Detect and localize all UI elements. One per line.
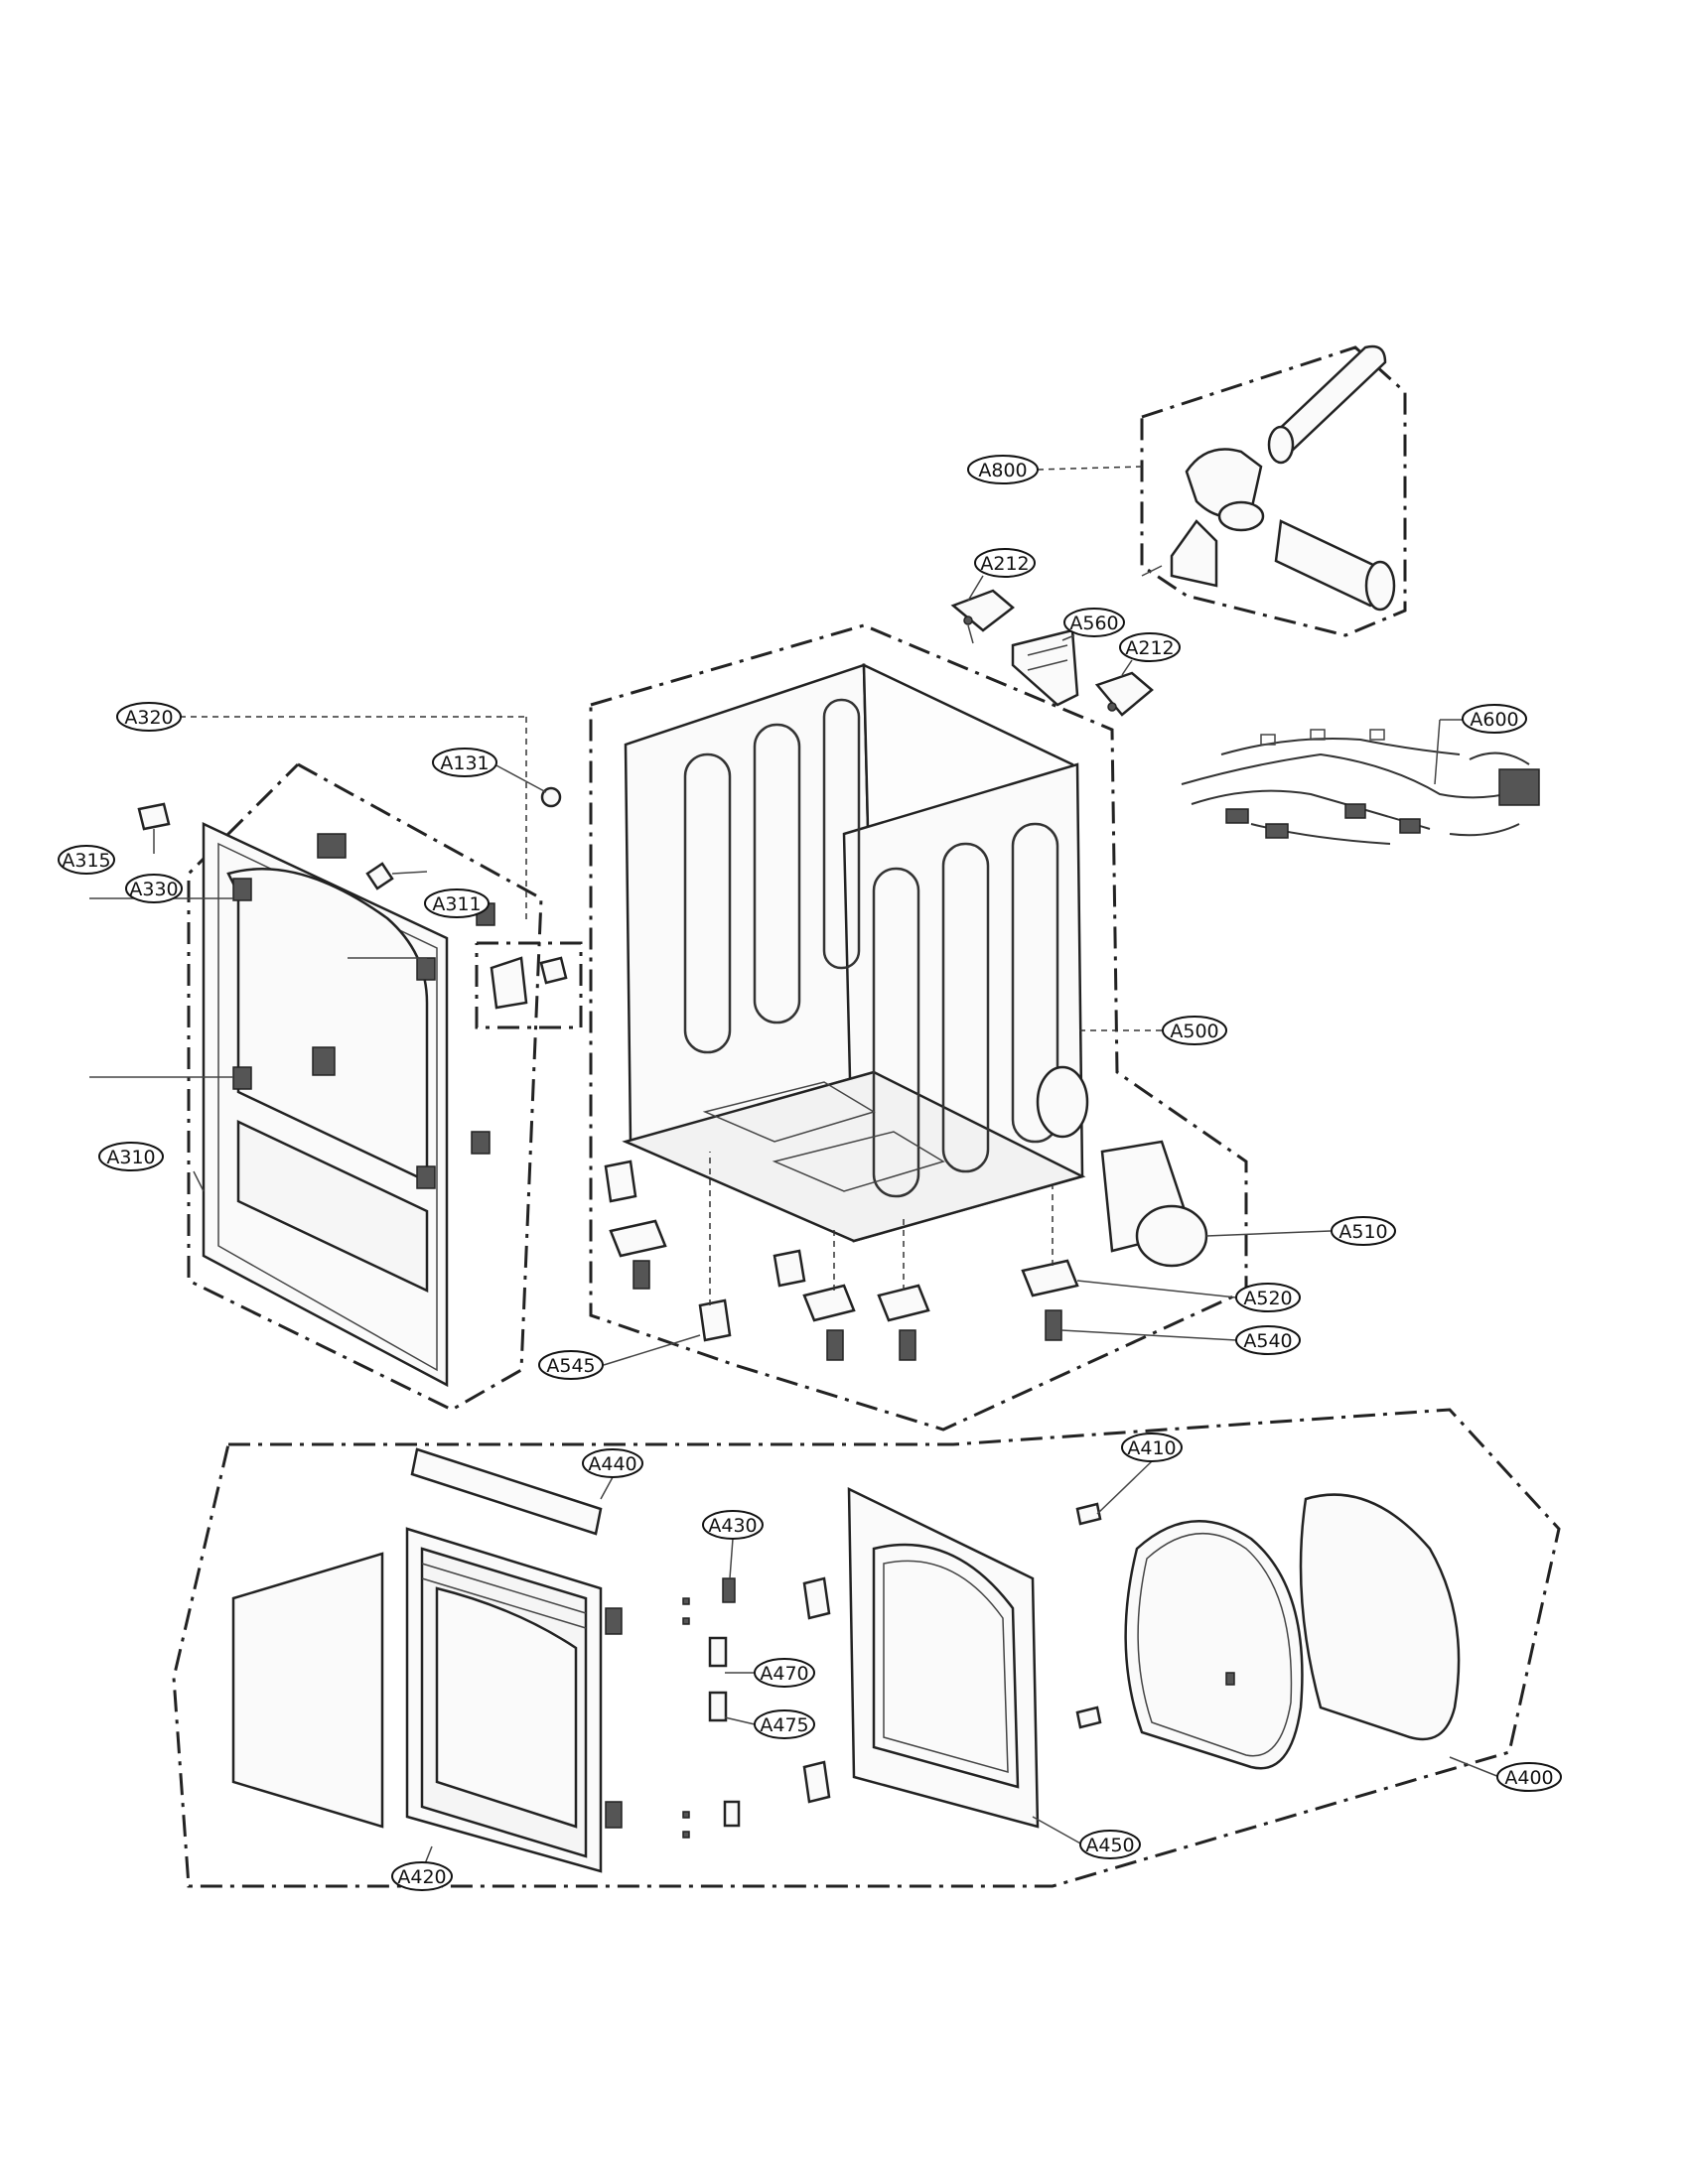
support-block-center — [773, 1249, 806, 1288]
callout-a545: A545 — [538, 1350, 604, 1380]
callout-a470: A470 — [754, 1658, 815, 1688]
duct-pipe-upper — [1267, 344, 1387, 465]
callout-a440: A440 — [582, 1448, 643, 1478]
callout-a315: A315 — [58, 845, 115, 875]
leveling-foot-rear-right — [1021, 1259, 1079, 1341]
svg-text:A330: A330 — [129, 879, 178, 900]
callout-a420: A420 — [391, 1861, 453, 1891]
svg-text:A470: A470 — [760, 1663, 808, 1685]
callout-a560: A560 — [1063, 608, 1125, 637]
door-switch-cap — [539, 956, 568, 985]
callout-a212-side: A212 — [1119, 632, 1181, 662]
door-gasket — [1075, 1502, 1304, 1770]
svg-text:A400: A400 — [1504, 1767, 1553, 1789]
callout-a430: A430 — [702, 1510, 764, 1540]
svg-text:A310: A310 — [106, 1147, 155, 1168]
svg-text:A311: A311 — [432, 893, 481, 915]
clip-a330 — [137, 802, 171, 831]
svg-text:A475: A475 — [760, 1714, 808, 1736]
callout-a475: A475 — [754, 1709, 815, 1739]
svg-text:A212: A212 — [1125, 637, 1174, 659]
svg-text:A800: A800 — [978, 460, 1027, 481]
duct-bracket — [1170, 519, 1218, 588]
svg-text:A510: A510 — [1338, 1221, 1387, 1243]
door-glass — [1299, 1493, 1461, 1741]
callout-a212-top: A212 — [974, 548, 1036, 578]
svg-text:A450: A450 — [1085, 1835, 1134, 1856]
svg-text:A545: A545 — [546, 1355, 595, 1377]
callout-a320: A320 — [116, 702, 182, 732]
svg-text:A540: A540 — [1243, 1330, 1292, 1352]
svg-text:A410: A410 — [1127, 1437, 1176, 1459]
support-block-front — [698, 1298, 732, 1342]
screw-a131 — [540, 786, 562, 808]
callout-a520: A520 — [1235, 1283, 1301, 1312]
callout-a410: A410 — [1121, 1433, 1183, 1462]
svg-text:A560: A560 — [1069, 613, 1118, 634]
callout-a450: A450 — [1079, 1830, 1141, 1859]
callout-a500: A500 — [1162, 1016, 1227, 1045]
svg-text:A320: A320 — [124, 707, 173, 729]
svg-text:A430: A430 — [708, 1515, 757, 1537]
callout-a311: A311 — [424, 888, 490, 918]
leader-lines — [153, 466, 1500, 1872]
svg-text:A440: A440 — [588, 1453, 636, 1475]
svg-text:A600: A600 — [1470, 709, 1518, 731]
svg-text:A520: A520 — [1243, 1288, 1292, 1309]
leveling-foot-center-right — [877, 1284, 930, 1361]
door-trim — [410, 1447, 603, 1536]
svg-text:A212: A212 — [980, 553, 1029, 575]
callout-a330: A330 — [125, 874, 183, 903]
thermostat-side — [1094, 671, 1154, 717]
duct-elbow — [1185, 448, 1265, 532]
door-switch — [490, 956, 528, 1010]
inner-door-panel — [802, 1486, 1040, 1829]
svg-text:A315: A315 — [62, 850, 110, 872]
cabinet — [622, 662, 1089, 1243]
leveling-foot-front-left — [609, 1219, 667, 1290]
duct-pipe-lower — [1274, 519, 1396, 612]
callout-a510: A510 — [1331, 1216, 1396, 1246]
front-panel-group — [89, 762, 583, 1412]
svg-text:A131: A131 — [440, 752, 489, 774]
callout-a600: A600 — [1462, 704, 1527, 734]
sensor-bracket — [1011, 628, 1079, 707]
door-frame — [405, 1527, 623, 1873]
callout-a400: A400 — [1496, 1762, 1562, 1792]
callout-a800: A800 — [967, 455, 1039, 484]
callout-a131: A131 — [432, 748, 497, 777]
stopper-a311 — [365, 862, 394, 890]
svg-text:A500: A500 — [1170, 1021, 1218, 1042]
door-cover — [231, 1552, 384, 1829]
exhaust-duct — [1100, 1140, 1208, 1268]
duct-assembly-group — [1140, 344, 1407, 637]
door-assembly-group — [172, 1408, 1561, 1888]
leveling-foot-center — [802, 1284, 856, 1361]
thermostat-top — [950, 589, 1015, 644]
callout-a540: A540 — [1235, 1325, 1301, 1355]
cabinet-group — [540, 623, 1248, 1432]
callout-a310: A310 — [98, 1142, 164, 1171]
support-block-left — [604, 1160, 637, 1203]
wire-harness — [1181, 729, 1540, 845]
svg-text:A420: A420 — [397, 1866, 446, 1888]
